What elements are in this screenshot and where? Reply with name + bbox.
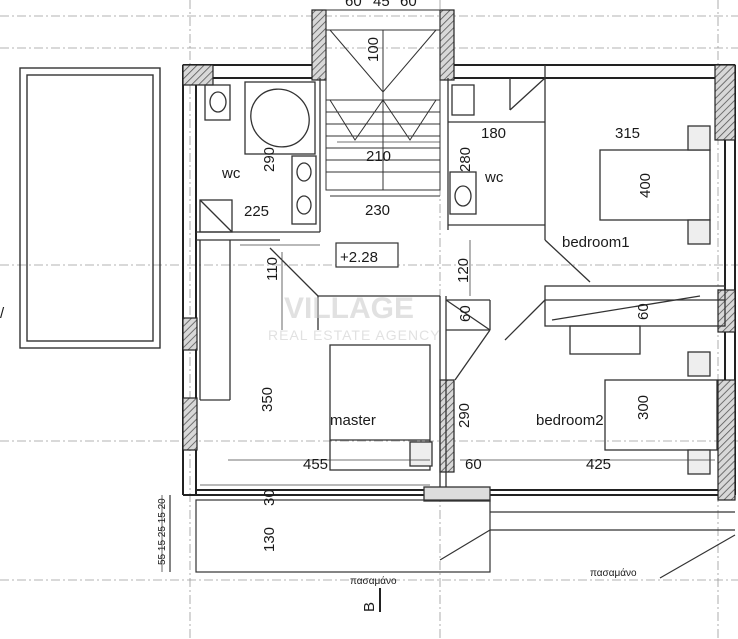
dim-30: 30 [261,489,278,506]
dim-180: 180 [481,125,506,142]
staircase [325,9,441,197]
room-label-wc-right: wc [484,169,504,186]
dim-350: 350 [259,387,276,412]
interior-walls [196,65,726,502]
dim-455: 455 [303,456,328,473]
dim-stair-top-1: 60 [345,0,362,10]
dim-stair-top-3: 60 [400,0,417,10]
section-mark: B [361,602,378,612]
room-label-master: master [330,412,376,429]
dim-left-stack: 55 15 25 15 20 [157,498,168,565]
dim-60-hall: 60 [457,305,474,322]
dim-290-hall: 290 [456,403,473,428]
structural-columns [182,9,736,501]
dim-130: 130 [261,527,278,552]
dim-stair-100: 100 [365,37,382,62]
bottom-balcony [169,495,736,579]
level-badge-text: +2.28 [340,249,378,266]
dim-60-bottom: 60 [465,456,482,473]
railing-label-left: πασαμάνο [350,575,397,587]
dim-110: 110 [264,257,281,281]
dim-stair-top-2: 45 [373,0,390,10]
dim-425: 425 [586,456,611,473]
dim-400: 400 [637,173,654,198]
dim-225: 225 [244,203,269,220]
left-terrace [19,67,161,349]
dim-60-bed1: 60 [635,303,652,320]
dim-230: 230 [365,202,390,219]
dimension-lines [161,141,715,572]
dim-280: 280 [457,147,474,172]
room-label-wc-left: wc [221,165,241,182]
dim-290-wc: 290 [261,147,278,172]
dim-120: 120 [455,258,472,283]
room-label-bedroom2: bedroom2 [536,412,604,429]
dim-315: 315 [615,125,640,142]
level-badge: +2.28 [335,242,399,268]
railing-label-right: πασαμάνο [590,567,637,579]
dim-210: 210 [366,148,391,165]
watermark-tagline: REAL ESTATE AGENCY [268,327,441,343]
dim-300: 300 [635,395,652,420]
watermark-brand: VILLAGE [284,292,414,325]
left-edge-mark: / [0,305,5,322]
room-label-bedroom1: bedroom1 [562,234,630,251]
